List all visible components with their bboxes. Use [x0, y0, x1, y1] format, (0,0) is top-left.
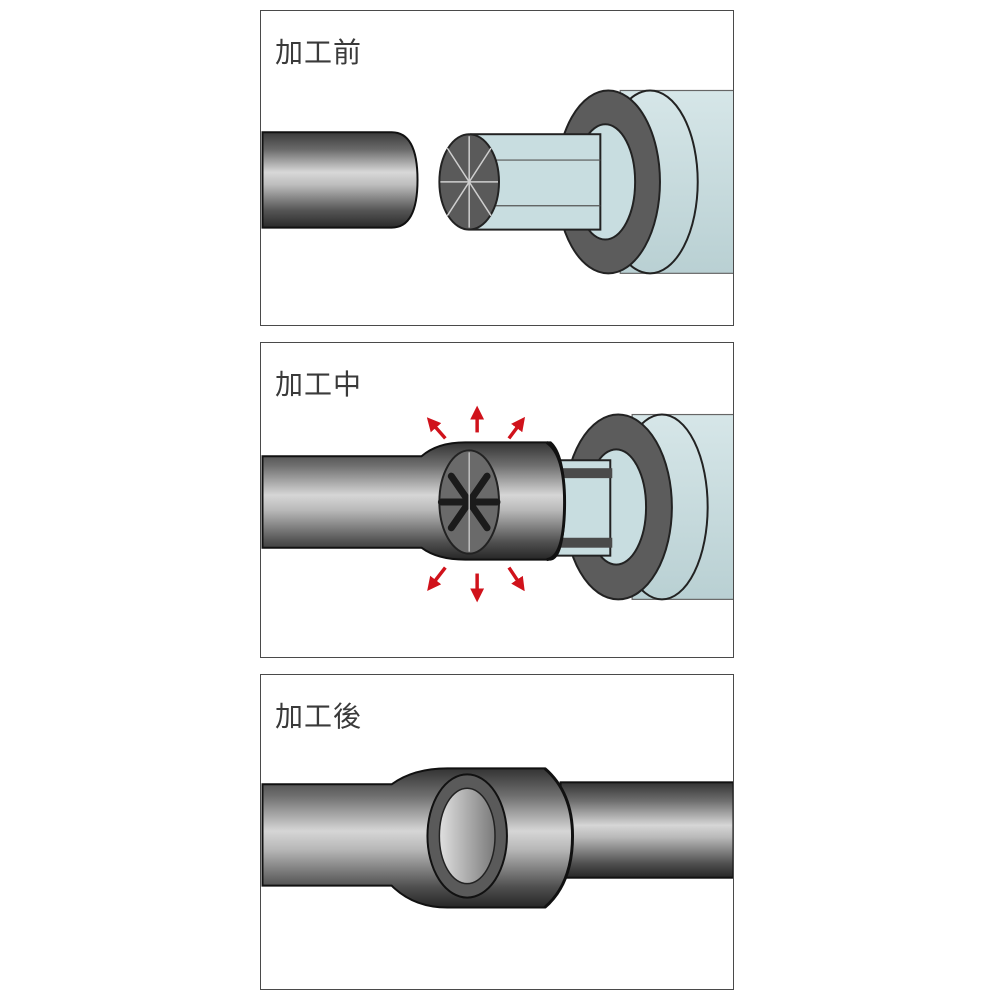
expanded-tube [261, 767, 575, 909]
die-face [437, 449, 501, 555]
during-illustration [261, 405, 733, 603]
tube [261, 441, 567, 562]
panel-before: 加工前 [260, 10, 734, 326]
panel-during: 加工中 [260, 342, 734, 658]
panel-after: 加工後 [260, 674, 734, 990]
panel-label-during: 加工中 [275, 368, 363, 401]
expansion-arrows [426, 405, 526, 603]
panel-label-before: 加工前 [275, 36, 363, 69]
panel-label-after: 加工後 [275, 700, 363, 733]
inserted-tube [559, 781, 733, 879]
after-illustration [261, 767, 733, 909]
expander-die [438, 133, 602, 231]
before-illustration [261, 89, 733, 275]
tube [261, 131, 419, 229]
